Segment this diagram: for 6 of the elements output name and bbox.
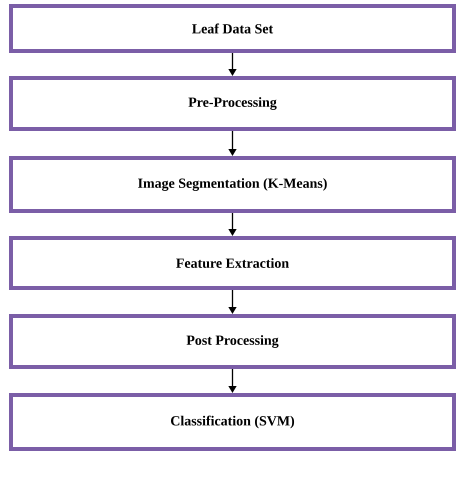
process-box: Image Segmentation (K-Means) — [9, 156, 456, 213]
process-box: Pre-Processing — [9, 76, 456, 131]
process-box: Classification (SVM) — [9, 393, 456, 451]
process-box: Leaf Data Set — [9, 4, 456, 53]
process-box: Post Processing — [9, 314, 456, 369]
process-box: Feature Extraction — [9, 236, 456, 290]
